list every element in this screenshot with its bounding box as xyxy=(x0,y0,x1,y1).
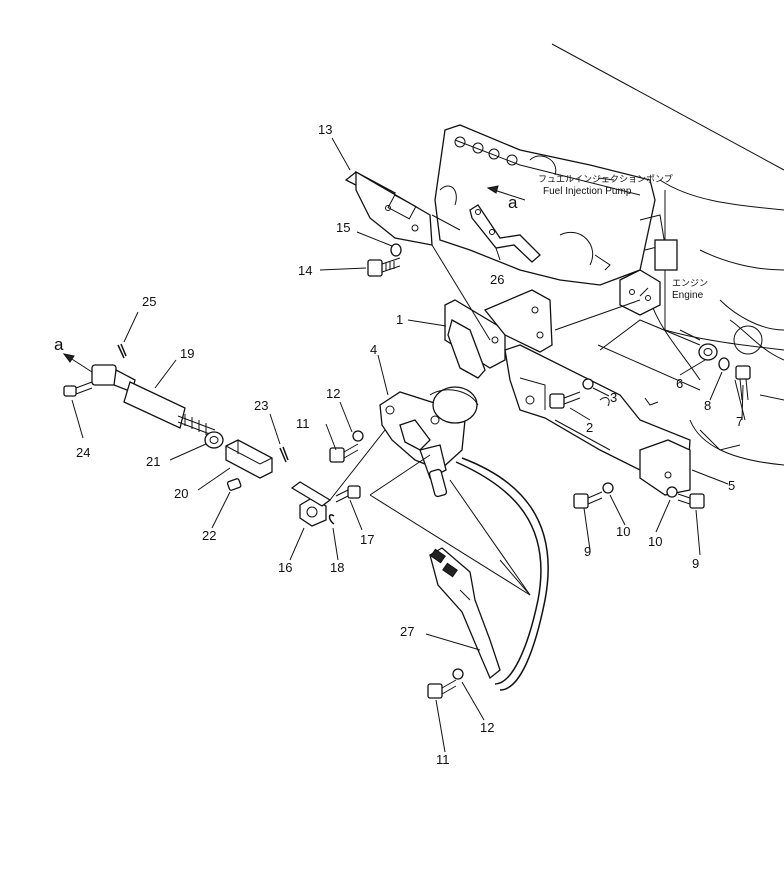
callout-9-left: 9 xyxy=(584,544,591,559)
spacer-6 xyxy=(698,343,718,361)
nut-21 xyxy=(204,431,224,449)
rod-end-19 xyxy=(91,364,216,437)
bolt-9-left xyxy=(573,491,603,509)
callout-19: 19 xyxy=(180,346,194,361)
washer-8 xyxy=(718,357,730,371)
callout-2: 2 xyxy=(586,420,593,435)
callout-20: 20 xyxy=(174,486,188,501)
washer-10-left xyxy=(602,482,614,494)
view-ref-a-left: a xyxy=(54,335,64,354)
callout-26: 26 xyxy=(490,272,504,287)
callout-11-lower: 11 xyxy=(436,752,450,767)
bolt-24 xyxy=(63,381,93,397)
connector-27 xyxy=(429,547,501,680)
callout-12-upper: 12 xyxy=(326,386,340,401)
bracket-26 xyxy=(469,204,541,263)
view-ref-a-pump: a xyxy=(508,193,518,212)
callout-16: 16 xyxy=(278,560,292,575)
engine-block xyxy=(551,43,784,466)
view-arrow-a xyxy=(62,353,93,373)
bolt-11-lower xyxy=(427,679,457,699)
callout-9-right: 9 xyxy=(692,556,699,571)
bracket-13 xyxy=(344,170,433,246)
label-engine-en: Engine xyxy=(672,290,704,301)
callout-23: 23 xyxy=(254,398,268,413)
callout-22: 22 xyxy=(202,528,216,543)
main-bracket-1 xyxy=(444,289,691,471)
callout-8: 8 xyxy=(704,398,711,413)
callout-14: 14 xyxy=(298,263,312,278)
actuator-4 xyxy=(379,386,479,498)
pin-22 xyxy=(226,478,242,491)
callout-11-upper: 11 xyxy=(296,416,310,431)
washer-15 xyxy=(390,243,402,257)
cotter-pin-25 xyxy=(117,343,127,359)
callout-12-lower: 12 xyxy=(480,720,494,735)
callout-1: 1 xyxy=(396,312,403,327)
callout-24: 24 xyxy=(76,445,90,460)
callout-27: 27 xyxy=(400,624,414,639)
callout-7: 7 xyxy=(736,414,743,429)
engine-mount-bracket xyxy=(619,269,661,316)
callout-25: 25 xyxy=(142,294,156,309)
washer-12-lower xyxy=(452,668,464,680)
label-fuel-pump-en: Fuel Injection Pump xyxy=(543,186,632,197)
callout-4: 4 xyxy=(370,342,377,357)
callout-3: 3 xyxy=(610,390,617,405)
block-20 xyxy=(225,439,273,479)
washer-3 xyxy=(582,378,594,390)
view-arrow-a-pump xyxy=(486,185,526,201)
callout-5: 5 xyxy=(728,478,735,493)
snap-ring-18 xyxy=(328,514,335,525)
bolt-2 xyxy=(549,391,581,409)
callout-13: 13 xyxy=(318,122,332,137)
callout-21: 21 xyxy=(146,454,160,469)
assembly-lines xyxy=(329,214,701,596)
callout-6: 6 xyxy=(676,376,683,391)
bolt-9-right xyxy=(677,493,705,509)
wire-harness xyxy=(455,457,549,691)
callout-10-left: 10 xyxy=(616,524,630,539)
callout-18: 18 xyxy=(330,560,344,575)
lever-16 xyxy=(290,481,332,527)
leader-lines xyxy=(71,137,744,753)
callout-17: 17 xyxy=(360,532,374,547)
bolt-11-upper xyxy=(329,443,359,463)
callout-15: 15 xyxy=(336,220,350,235)
callout-10-right: 10 xyxy=(648,534,662,549)
label-engine-jp: エンジン xyxy=(672,278,708,288)
label-fuel-pump-jp: フュエルインジェクションポンプ xyxy=(538,174,673,184)
fuel-injection-pump xyxy=(434,124,678,286)
bolt-7 xyxy=(735,365,751,401)
washer-12-upper xyxy=(352,430,364,442)
bracket-5 xyxy=(639,439,691,496)
washer-10-right xyxy=(666,486,678,498)
cotter-pin-23 xyxy=(279,446,289,463)
bolt-17 xyxy=(335,485,361,503)
bolt-14 xyxy=(367,257,401,277)
